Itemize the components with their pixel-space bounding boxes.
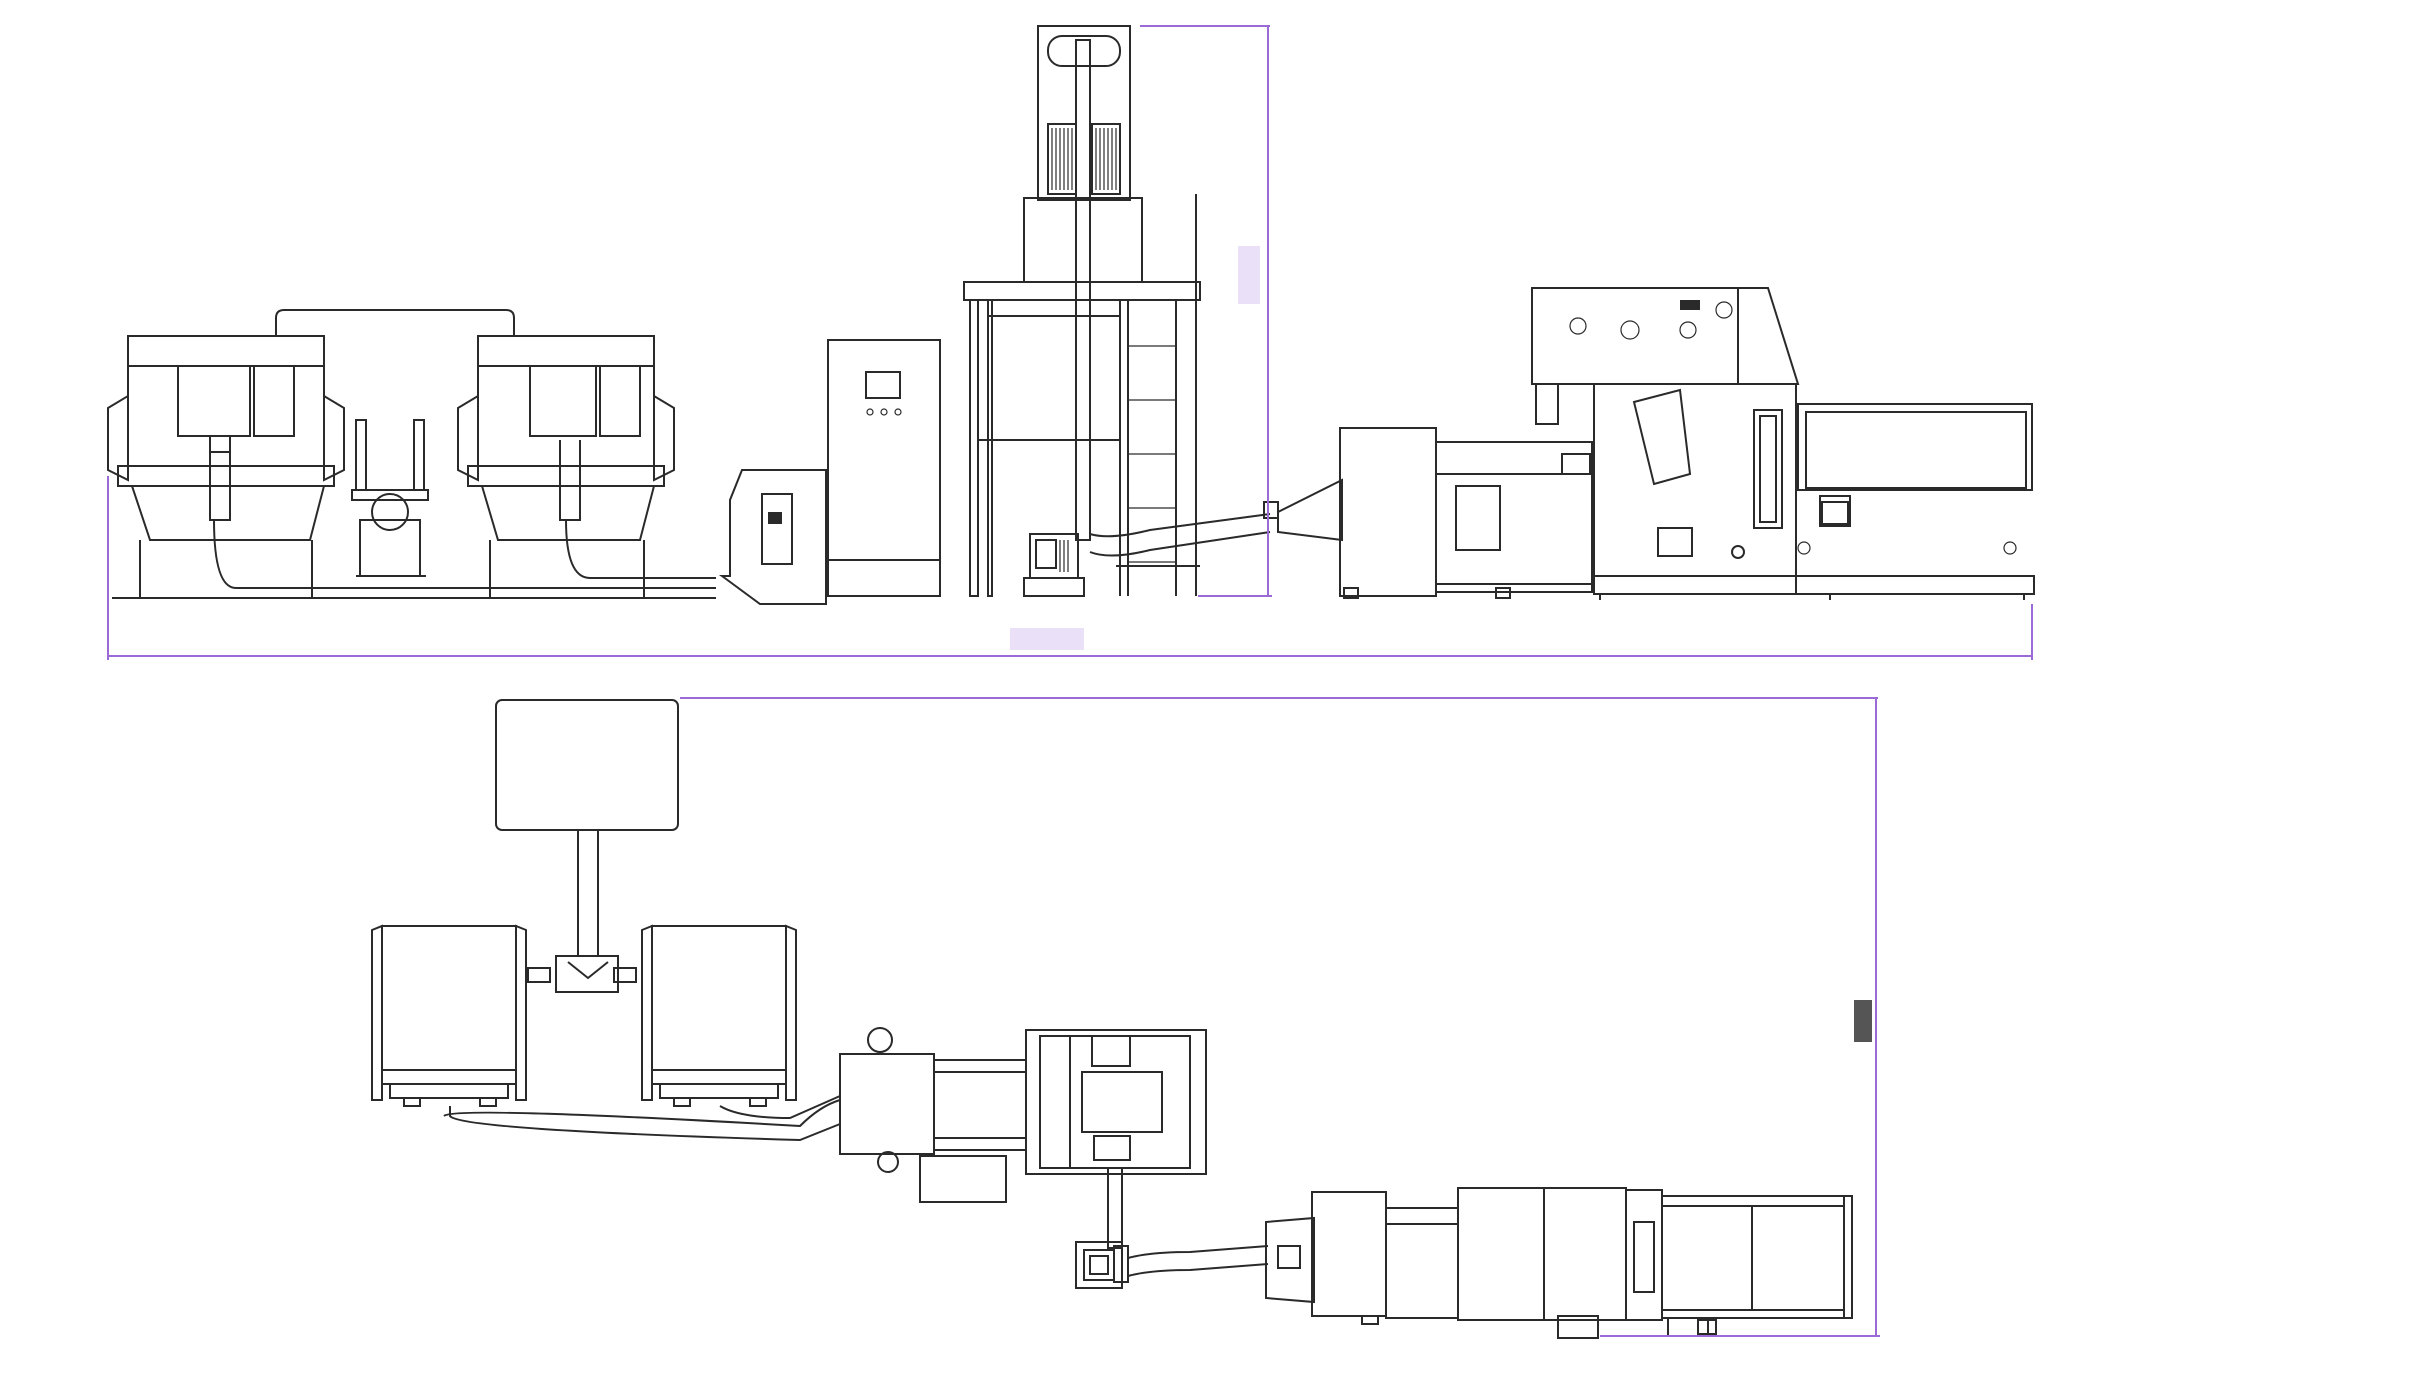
tank-left-plan	[371, 924, 527, 1107]
plan-hose-3	[719, 1095, 841, 1120]
connector-plan	[1265, 1216, 1315, 1304]
vacuum-cross-plan	[527, 955, 637, 993]
vacuum-tank-plan	[495, 699, 679, 831]
vacuum-frame-center	[351, 419, 429, 577]
mixing-tank-right	[457, 335, 675, 598]
dryer-plan	[1025, 1029, 1207, 1249]
feeder-unit	[718, 469, 827, 605]
dimension-length	[107, 476, 2033, 660]
suction-hose-2	[565, 519, 716, 579]
plan-hose-2	[443, 1099, 841, 1128]
side-elevation-view	[107, 25, 2035, 660]
suction-hose	[213, 519, 716, 589]
processing-machine	[1531, 287, 2035, 600]
control-cabinet	[827, 339, 941, 597]
filter-louvres	[1047, 123, 1121, 195]
tower-dryer	[963, 25, 1271, 597]
blower-plan	[1075, 1241, 1269, 1289]
feeder-plan	[839, 1027, 1027, 1203]
tank-right-plan	[641, 924, 797, 1107]
top-plan-view	[371, 697, 1880, 1339]
opening-machine	[1339, 427, 1593, 599]
connecting-rail-top	[275, 309, 515, 336]
processing-machine-plan	[1625, 1189, 1853, 1337]
duct-connector	[1263, 478, 1343, 542]
dimension-height	[1140, 25, 1272, 597]
dimension-plan-depth	[680, 697, 1880, 1337]
plan-hose-1	[449, 1106, 841, 1142]
mixing-tank-left	[107, 335, 345, 599]
access-ladder	[1127, 194, 1197, 596]
control-valves	[1569, 300, 2017, 555]
opening-machine-plan	[1311, 1187, 1627, 1339]
